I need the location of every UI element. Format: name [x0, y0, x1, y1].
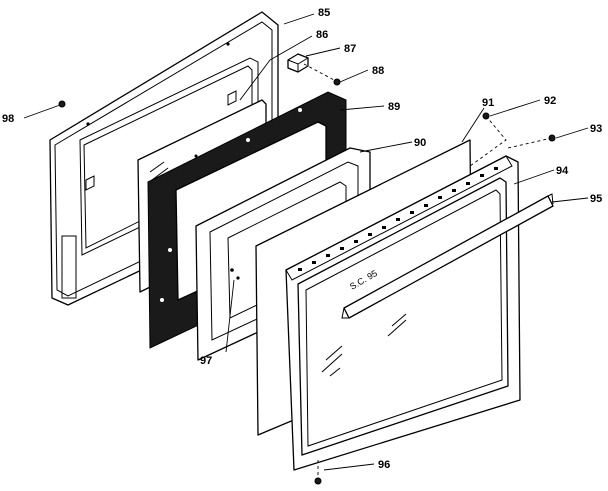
screw-98 — [58, 100, 66, 108]
callout-93: 93 — [590, 123, 602, 135]
callout-87: 87 — [344, 43, 356, 55]
callout-89: 89 — [388, 101, 400, 113]
callout-92: 92 — [544, 95, 556, 107]
leader-lines — [23, 13, 589, 471]
door-handle — [341, 193, 554, 319]
vent-holes — [298, 167, 498, 271]
screw-96 — [314, 460, 322, 485]
callout-97: 97 — [200, 355, 212, 367]
callout-98: 98 — [2, 113, 14, 125]
callout-91: 91 — [482, 97, 494, 109]
callout-94: 94 — [556, 165, 569, 177]
screw-92 — [469, 112, 507, 167]
callout-86: 86 — [316, 29, 328, 41]
screw-93 — [507, 134, 556, 149]
callout-88: 88 — [372, 65, 384, 77]
callouts: 85 86 87 88 89 90 91 92 93 94 95 96 97 9… — [2, 7, 602, 471]
bracket-87 — [287, 53, 309, 73]
callout-95: 95 — [590, 193, 602, 205]
callout-90: 90 — [414, 137, 426, 149]
callout-96: 96 — [378, 459, 390, 471]
callout-85: 85 — [318, 7, 330, 19]
screw-88 — [303, 63, 341, 86]
